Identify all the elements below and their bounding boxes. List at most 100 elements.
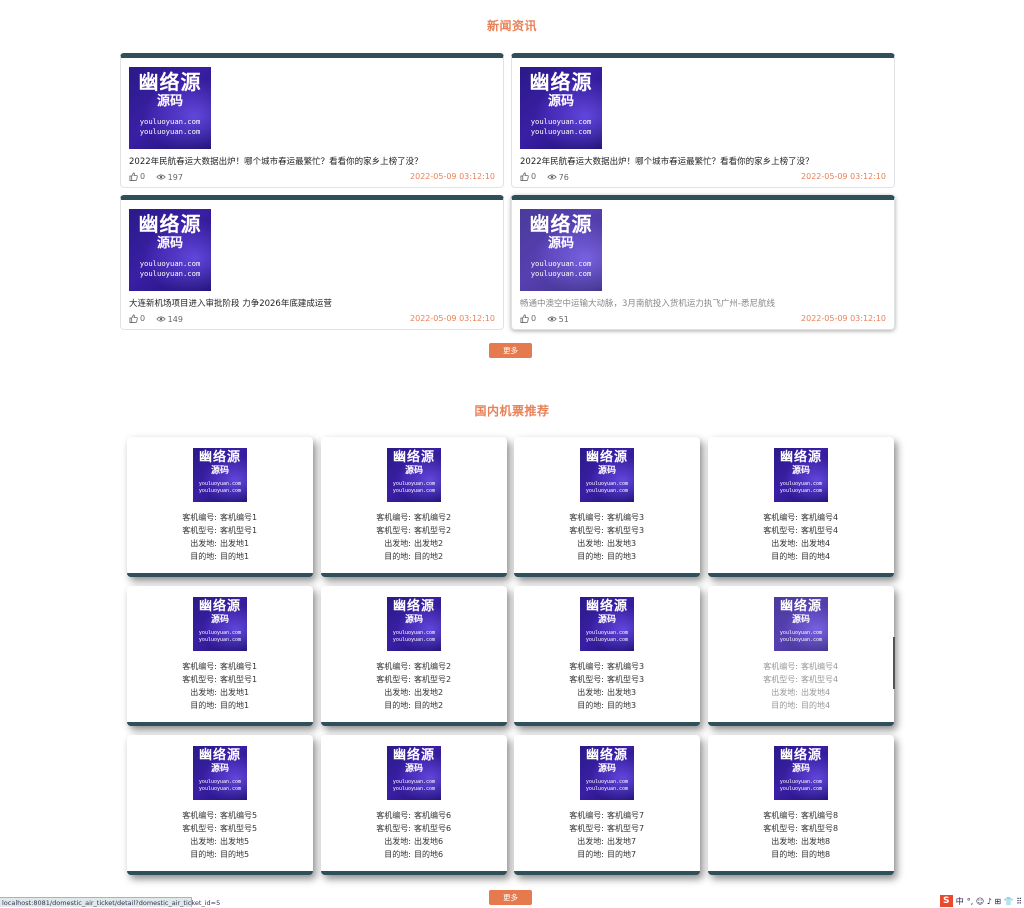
- status-bar-url: localhost:8081/domestic_air_ticket/detai…: [0, 897, 221, 907]
- flight-type-value: 客机型号3: [607, 675, 645, 684]
- ime-logo-icon[interactable]: S: [939, 895, 953, 907]
- ticket-info: 客机编号:客机编号2 客机型号:客机型号2 出发地:出发地2 目的地:目的地2: [321, 660, 507, 712]
- destination-row: 目的地:目的地4: [708, 699, 894, 712]
- flight-no-value: 客机编号3: [607, 662, 645, 671]
- origin-label: 出发地:: [190, 688, 217, 697]
- ime-toolbar[interactable]: S 中 °, ☺ ♪ ⊞ 👕 ⠿: [939, 895, 1022, 907]
- flight-type-row: 客机型号:客机型号8: [708, 822, 894, 835]
- flight-type-row: 客机型号:客机型号3: [514, 524, 700, 537]
- ime-tool-icons[interactable]: °, ☺ ♪ ⊞ 👕 ⠿: [966, 896, 1022, 906]
- flight-type-label: 客机型号:: [763, 675, 798, 684]
- destination-value: 目的地2: [414, 701, 444, 710]
- destination-value: 目的地7: [607, 850, 637, 859]
- news-title[interactable]: 2022年民航春运大数据出炉！哪个城市春运最繁忙？看看你的家乡上榜了没？: [520, 157, 814, 167]
- thumbs-up-icon: [520, 172, 529, 181]
- flight-no-label: 客机编号:: [182, 513, 217, 522]
- flight-no-label: 客机编号:: [763, 811, 798, 820]
- news-title[interactable]: 2022年民航春运大数据出炉！哪个城市春运最繁忙？看看你的家乡上榜了没？: [129, 157, 423, 167]
- origin-value: 出发地3: [607, 539, 637, 548]
- destination-row: 目的地:目的地6: [321, 848, 507, 861]
- origin-label: 出发地:: [190, 837, 217, 846]
- origin-row: 出发地:出发地2: [321, 686, 507, 699]
- news-date: 2022-05-09 03:12:10: [410, 314, 495, 323]
- flight-type-value: 客机型号7: [607, 824, 645, 833]
- flight-type-value: 客机型号5: [220, 824, 258, 833]
- flight-no-value: 客机编号5: [220, 811, 258, 820]
- destination-value: 目的地6: [414, 850, 444, 859]
- flight-type-value: 客机型号6: [414, 824, 452, 833]
- news-more-button[interactable]: 更多: [489, 343, 532, 358]
- flight-type-row: 客机型号:客机型号1: [127, 524, 313, 537]
- tickets-more-button[interactable]: 更多: [489, 890, 532, 905]
- flight-type-label: 客机型号:: [182, 526, 217, 535]
- flight-no-row: 客机编号:客机编号2: [321, 660, 507, 673]
- origin-value: 出发地7: [607, 837, 637, 846]
- flight-no-label: 客机编号:: [569, 513, 604, 522]
- flight-type-value: 客机型号8: [801, 824, 839, 833]
- view-count: 51: [546, 315, 569, 324]
- like-count[interactable]: 0: [129, 314, 145, 323]
- flight-no-label: 客机编号:: [763, 662, 798, 671]
- scroll-handle[interactable]: [893, 637, 895, 689]
- flight-no-value: 客机编号3: [607, 513, 645, 522]
- news-title[interactable]: 大连新机场项目进入审批阶段 力争2026年底建成运营: [129, 299, 332, 309]
- ime-language[interactable]: 中: [955, 896, 964, 906]
- destination-row: 目的地:目的地3: [514, 550, 700, 563]
- like-count[interactable]: 0: [520, 314, 536, 323]
- flight-no-label: 客机编号:: [569, 662, 604, 671]
- view-count: 76: [546, 173, 569, 182]
- destination-label: 目的地:: [771, 552, 798, 561]
- origin-value: 出发地4: [801, 688, 831, 697]
- flight-no-label: 客机编号:: [376, 662, 411, 671]
- origin-label: 出发地:: [771, 688, 798, 697]
- flight-no-row: 客机编号:客机编号4: [708, 511, 894, 524]
- flight-no-value: 客机编号2: [414, 513, 452, 522]
- news-title[interactable]: 畅通中澳空中运输大动脉，3月南航投入货机运力执飞广州-悉尼航线: [520, 299, 775, 309]
- flight-no-label: 客机编号:: [763, 513, 798, 522]
- eye-icon: [546, 316, 557, 322]
- like-count[interactable]: 0: [520, 172, 536, 181]
- origin-row: 出发地:出发地1: [127, 537, 313, 550]
- flight-no-value: 客机编号4: [801, 662, 839, 671]
- destination-value: 目的地4: [801, 701, 831, 710]
- ticket-info: 客机编号:客机编号1 客机型号:客机型号1 出发地:出发地1 目的地:目的地1: [127, 511, 313, 563]
- origin-label: 出发地:: [190, 539, 217, 548]
- origin-label: 出发地:: [771, 539, 798, 548]
- like-count[interactable]: 0: [129, 172, 145, 181]
- flight-no-value: 客机编号8: [801, 811, 839, 820]
- destination-value: 目的地8: [801, 850, 831, 859]
- flight-no-row: 客机编号:客机编号4: [708, 660, 894, 673]
- origin-row: 出发地:出发地3: [514, 537, 700, 550]
- flight-no-row: 客机编号:客机编号1: [127, 660, 313, 673]
- destination-row: 目的地:目的地5: [127, 848, 313, 861]
